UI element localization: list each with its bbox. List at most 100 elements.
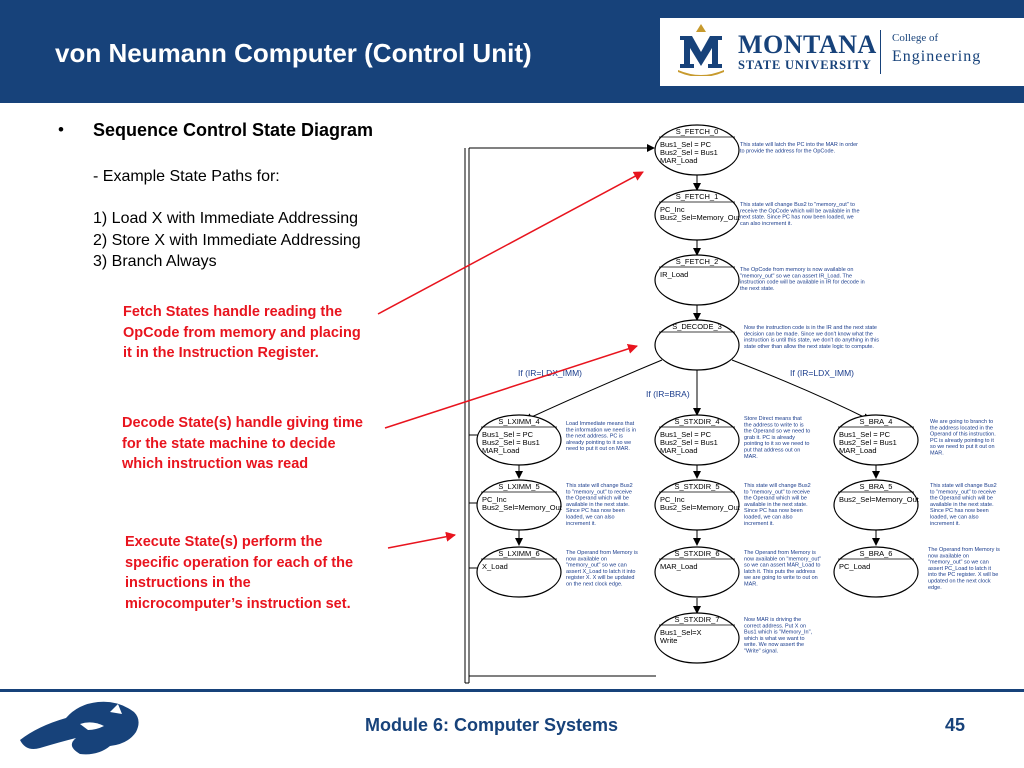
state-output: Bus2_Sel=Memory_Out [482, 503, 563, 512]
transition-arrows [515, 175, 880, 614]
return-loop [464, 144, 656, 684]
logo-divider [880, 30, 881, 74]
state-node [476, 414, 562, 466]
header-bar: von Neumann Computer (Control Unit) MONT… [0, 0, 1024, 103]
path-item: 3) Branch Always [93, 253, 217, 270]
content-subheading: - Example State Paths for: [93, 168, 280, 185]
state-output: Bus1_Sel = PC [839, 430, 891, 439]
state-s-fetch-2: S_FETCH_2IR_Load The OpCode from memory i… [654, 254, 865, 306]
state-s-stxdir-5: S_STXDIR_5PC_IncBus2_Sel=Memory_OutThis … [654, 479, 811, 531]
bullet-marker: • [58, 120, 64, 139]
state-name: S_STXDIR_5 [674, 482, 719, 491]
state-name: S_BRA_4 [860, 417, 893, 426]
logo-montana: MONTANA [738, 30, 877, 59]
state-node [476, 546, 562, 598]
msu-m-icon [678, 24, 724, 76]
state-output: MAR_Load [660, 562, 698, 571]
state-name: S_STXDIR_6 [674, 549, 719, 558]
logo-engineering: Engineering [892, 48, 982, 65]
state-s-lximm-6: S_LXIMM_6X_Load The Operand from Memory i… [476, 546, 638, 598]
state-output: PC_Load [839, 562, 870, 571]
state-output: MAR_Load [482, 446, 520, 455]
state-output: Bus1_Sel=X [660, 628, 702, 637]
state-name: S_LXIMM_5 [498, 482, 539, 491]
state-name: S_BRA_5 [860, 482, 893, 491]
state-output: PC_Inc [482, 495, 507, 504]
state-node [654, 124, 740, 176]
state-output: PC_Inc [660, 205, 685, 214]
footer-divider [0, 689, 1024, 692]
bobcat-logo-icon [20, 701, 139, 755]
state-node [833, 414, 919, 466]
state-annotation: This state will latch the PC into the MA… [740, 142, 858, 154]
state-output: Bus2_Sel = Bus1 [839, 438, 897, 447]
slide-title: von Neumann Computer (Control Unit) [55, 38, 532, 68]
execute-note: Execute State(s) perform the specific op… [125, 534, 354, 612]
state-output: Bus2_Sel=Memory_Out [839, 495, 920, 504]
state-s-decode-3: S_DECODE_3 Now the instruction code is in… [654, 319, 879, 371]
red-pointer-arrows [377, 171, 644, 549]
path-item: 1) Load X with Immediate Addressing [93, 210, 359, 227]
logo-state-university: STATE UNIVERSITY [738, 58, 872, 72]
state-output: Write [660, 636, 677, 645]
state-output: Bus2_Sel=Memory_Out [660, 213, 741, 222]
fetch-note: Fetch States handle reading the OpCode f… [123, 304, 361, 361]
transition-label: If (IR=LDX_IMM) [518, 368, 582, 378]
state-name: S_STXDIR_7 [674, 615, 719, 624]
state-node [654, 414, 740, 466]
state-annotation: This state will change Bus2 to "memory_o… [740, 202, 860, 227]
state-node [654, 189, 740, 241]
page-number: 45 [945, 715, 966, 735]
state-output: Bus2_Sel = Bus1 [660, 148, 718, 157]
state-output: Bus2_Sel=Memory_Out [660, 503, 741, 512]
state-node [654, 319, 740, 371]
content-heading: Sequence Control State Diagram [93, 120, 374, 140]
state-node [476, 479, 562, 531]
state-node [654, 546, 740, 598]
state-name: S_FETCH_2 [676, 257, 719, 266]
state-node [654, 479, 740, 531]
state-node [654, 254, 740, 306]
state-output: X_Load [482, 562, 508, 571]
state-output: IR_Load [660, 270, 688, 279]
state-output: Bus1_Sel = PC [482, 430, 534, 439]
state-output: Bus2_Sel = Bus1 [660, 438, 718, 447]
state-node [833, 546, 919, 598]
state-name: S_LXIMM_6 [498, 549, 539, 558]
state-name: S_DECODE_3 [672, 322, 722, 331]
logo-college-of: College of [892, 32, 939, 44]
transition-label: If (IR=BRA) [646, 389, 690, 399]
state-annotation: The OpCode from memory is now available … [740, 267, 865, 292]
state-name: S_STXDIR_4 [674, 417, 719, 426]
state-annotation: Now the instruction code is in the IR an… [744, 325, 879, 350]
state-node [654, 612, 740, 664]
state-name: S_FETCH_0 [676, 127, 719, 136]
state-output: MAR_Load [839, 446, 877, 455]
transition-label: If (IR=LDX_IMM) [790, 368, 854, 378]
state-node [833, 479, 919, 531]
state-s-bra-6: S_BRA_6PC_Load The Operand from Memory is… [833, 546, 1000, 598]
state-output: Bus1_Sel = PC [660, 140, 712, 149]
state-output: PC_Inc [660, 495, 685, 504]
state-name: S_BRA_6 [860, 549, 893, 558]
